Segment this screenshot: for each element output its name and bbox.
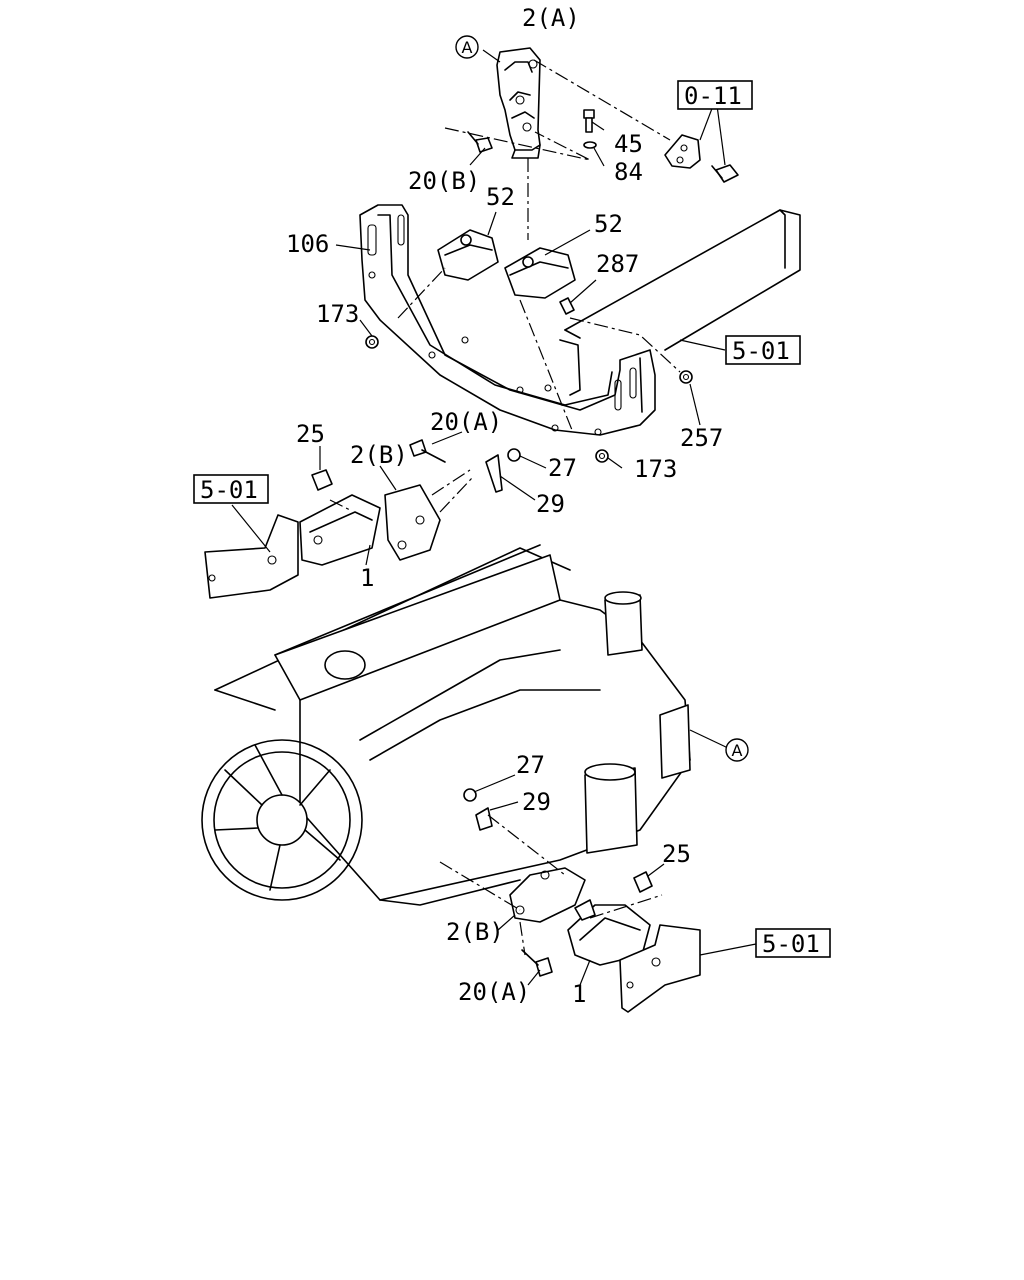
label-bolt-20a-top: 20(A) bbox=[430, 408, 502, 436]
nut-257-icon bbox=[679, 370, 693, 384]
label-mount-1-bottom: 1 bbox=[572, 980, 586, 1008]
ref-box-5-01-left: 5-01 bbox=[200, 476, 258, 504]
label-upper-bracket: 2(A) bbox=[522, 4, 580, 32]
rubber-mount-52-left-icon bbox=[437, 229, 499, 281]
nut-27-bottom-icon bbox=[463, 788, 477, 802]
bolt-20a-bottom-icon bbox=[521, 949, 553, 977]
rubber-mount-52-right-icon bbox=[504, 247, 576, 299]
nut-27-top-icon bbox=[507, 448, 521, 462]
callout-a-engine: A bbox=[732, 741, 743, 760]
label-bolt-20b: 20(B) bbox=[408, 167, 480, 195]
label-nut-257: 257 bbox=[680, 424, 723, 452]
label-nut-27-bottom: 27 bbox=[516, 751, 545, 779]
ref-box-0-11: 0-11 bbox=[684, 82, 742, 110]
clip-29-top-icon bbox=[485, 454, 503, 493]
label-bracket-2b-bottom: 2(B) bbox=[446, 918, 504, 946]
rubber-mount-1-bottom-icon bbox=[567, 899, 651, 966]
nut-173-right-icon bbox=[595, 449, 609, 463]
upper-bracket-icon bbox=[496, 47, 541, 159]
label-bolt-287: 287 bbox=[596, 250, 639, 278]
label-bolt-20a-bottom: 20(A) bbox=[458, 978, 530, 1006]
bolt-20a-top-icon bbox=[409, 439, 446, 463]
leader-lines bbox=[231, 49, 757, 986]
label-clip-29-top: 29 bbox=[536, 490, 565, 518]
crossmember-icon bbox=[359, 204, 656, 436]
support-plate-icon bbox=[664, 134, 739, 183]
bolt-25-top-icon bbox=[311, 469, 333, 491]
frame-bracket-left-icon bbox=[204, 514, 299, 599]
ref-box-5-01-frame: 5-01 bbox=[732, 337, 790, 365]
ref-box-5-01-right: 5-01 bbox=[762, 930, 820, 958]
bolt-25-bottom-icon bbox=[633, 871, 653, 893]
label-bracket-2b-top: 2(B) bbox=[350, 441, 408, 469]
label-bolt-25-bottom: 25 bbox=[662, 840, 691, 868]
label-nut-173-right: 173 bbox=[634, 455, 677, 483]
label-bolt-25-top: 25 bbox=[296, 420, 325, 448]
frame-bracket-right-icon bbox=[619, 924, 701, 1013]
rubber-mount-1-top-icon bbox=[299, 494, 381, 566]
clip-29-bottom-icon bbox=[475, 807, 493, 831]
bolt-287-icon bbox=[559, 297, 575, 315]
label-nut-173-left: 173 bbox=[316, 300, 359, 328]
label-crossmember-106: 106 bbox=[286, 230, 329, 258]
nut-173-left-icon bbox=[365, 335, 379, 349]
bracket-2b-top-icon bbox=[384, 484, 441, 561]
bracket-2b-bottom-icon bbox=[509, 867, 586, 923]
bolt-20b-icon bbox=[467, 131, 493, 153]
label-washer-84: 84 bbox=[614, 158, 643, 186]
callout-a-top: A bbox=[462, 38, 473, 57]
frame-rail-icon bbox=[559, 209, 801, 396]
label-mount-52-left: 52 bbox=[486, 183, 515, 211]
label-clip-29-bottom: 29 bbox=[522, 788, 551, 816]
label-mount-52-right: 52 bbox=[594, 210, 623, 238]
bolt-45-icon bbox=[583, 109, 597, 149]
label-nut-27-top: 27 bbox=[548, 454, 577, 482]
label-bolt-45: 45 bbox=[614, 130, 643, 158]
engine-illustration-icon bbox=[201, 544, 691, 906]
label-mount-1-top: 1 bbox=[360, 564, 374, 592]
